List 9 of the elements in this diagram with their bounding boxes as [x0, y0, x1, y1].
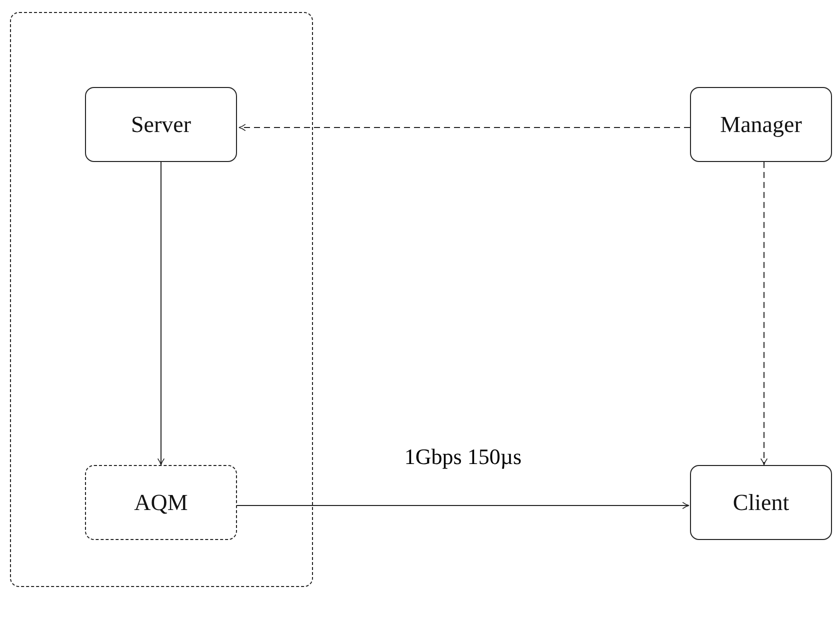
process-box — [690, 465, 832, 540]
node-label: Manager — [720, 112, 802, 138]
node-label: Server — [130, 112, 192, 138]
process-box — [690, 87, 832, 162]
node-label: AQM — [134, 490, 188, 516]
group-box — [10, 12, 313, 587]
process-box — [85, 465, 237, 540]
node-label: Client — [732, 490, 790, 516]
process-box — [85, 87, 237, 162]
